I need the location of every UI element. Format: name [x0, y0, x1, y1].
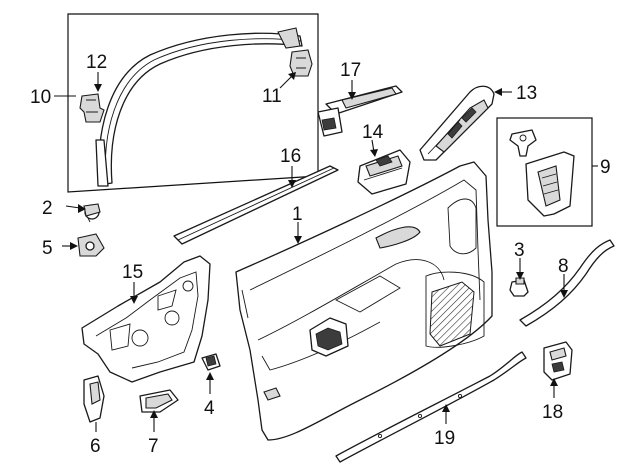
callout-13: 13: [516, 83, 537, 104]
clip-part-11: [289, 49, 313, 77]
clip-part-4: [201, 353, 221, 371]
callout-7: 7: [148, 436, 159, 457]
switch-bezel-part-13: [419, 85, 495, 161]
switch-part-18: [543, 341, 573, 381]
lower-weatherstrip-part-19: [335, 351, 527, 463]
push-pin-part-2: [83, 203, 101, 223]
callout-3: 3: [514, 240, 525, 261]
door-trim-panel-part-1: [235, 161, 493, 441]
weatherstrip-part-8: [519, 239, 615, 327]
callout-4: 4: [204, 398, 215, 419]
cover-part-6: [83, 375, 105, 423]
callout-8: 8: [558, 256, 569, 277]
belt-weatherstrip-part-16: [173, 165, 339, 245]
part-9-box: [496, 117, 593, 227]
leader-lines: [54, 72, 598, 432]
callout-17: 17: [340, 60, 361, 81]
callout-18: 18: [542, 402, 563, 423]
callout-12: 12: [86, 52, 107, 73]
cover-part-7: [139, 389, 179, 413]
switch-module-part-14: [357, 149, 411, 195]
callout-9: 9: [600, 157, 611, 178]
callout-19: 19: [434, 428, 455, 449]
vent-bezel-part-9: [525, 151, 575, 217]
clip-part-5: [77, 233, 105, 257]
callout-6: 6: [90, 436, 101, 457]
callout-15: 15: [122, 262, 143, 283]
callout-14: 14: [362, 122, 384, 143]
clip-part-12: [79, 93, 105, 123]
callout-2: 2: [42, 198, 53, 219]
module-carrier-part-15: [81, 255, 211, 383]
callout-10: 10: [30, 87, 51, 108]
push-pin-part-3: [509, 277, 529, 297]
callout-5: 5: [42, 238, 53, 259]
switch-bezel-part-17: [317, 85, 403, 137]
push-clip-part-9: [509, 129, 537, 157]
window-frame-trim: [95, 27, 303, 187]
callout-16: 16: [280, 146, 301, 167]
callout-11: 11: [262, 86, 282, 107]
callout-1: 1: [292, 204, 303, 225]
callout-labels: 1 2 3 4 5 6 7 8 9 10 11 12 13 14 15 16 1…: [30, 52, 611, 457]
